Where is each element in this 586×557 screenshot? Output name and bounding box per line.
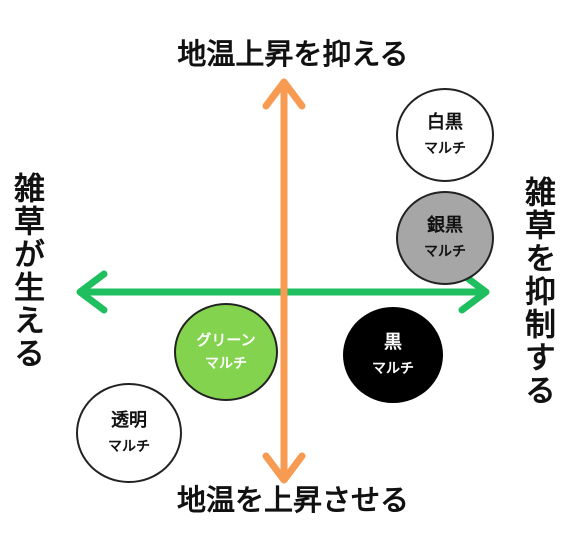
black-mulch-suffix: マルチ bbox=[372, 360, 414, 377]
clear-mulch-circle: 透明 マルチ bbox=[76, 383, 182, 483]
clear-mulch-name: 透明 bbox=[111, 410, 147, 431]
black-mulch-circle: 黒 マルチ bbox=[343, 307, 443, 403]
vertical-arrow-head-bottom bbox=[262, 452, 306, 484]
silver-black-mulch-name: 銀黒 bbox=[427, 215, 463, 236]
horizontal-arrow-head-right bbox=[458, 270, 490, 314]
green-mulch-circle: グリーン マルチ bbox=[174, 303, 278, 401]
white-black-mulch-circle: 白黒 マルチ bbox=[396, 88, 494, 182]
green-mulch-suffix: マルチ bbox=[205, 355, 247, 372]
top-axis-label: 地温上昇を抑える bbox=[177, 37, 409, 71]
left-axis-label: 雑草が生える bbox=[8, 172, 44, 370]
black-mulch-name: 黒 bbox=[384, 332, 402, 353]
vertical-arrow-head-top bbox=[262, 78, 306, 110]
silver-black-mulch-suffix: マルチ bbox=[424, 243, 466, 260]
right-axis-label: 雑草を抑制する bbox=[519, 176, 555, 407]
green-mulch-name: グリーン bbox=[196, 330, 256, 349]
silver-black-mulch-circle: 銀黒 マルチ bbox=[396, 191, 494, 285]
horizontal-arrow-head-left bbox=[76, 270, 108, 314]
white-black-mulch-suffix: マルチ bbox=[424, 140, 466, 157]
bottom-axis-label: 地温を上昇させる bbox=[176, 483, 409, 517]
white-black-mulch-name: 白黒 bbox=[427, 112, 463, 133]
clear-mulch-suffix: マルチ bbox=[108, 438, 150, 455]
